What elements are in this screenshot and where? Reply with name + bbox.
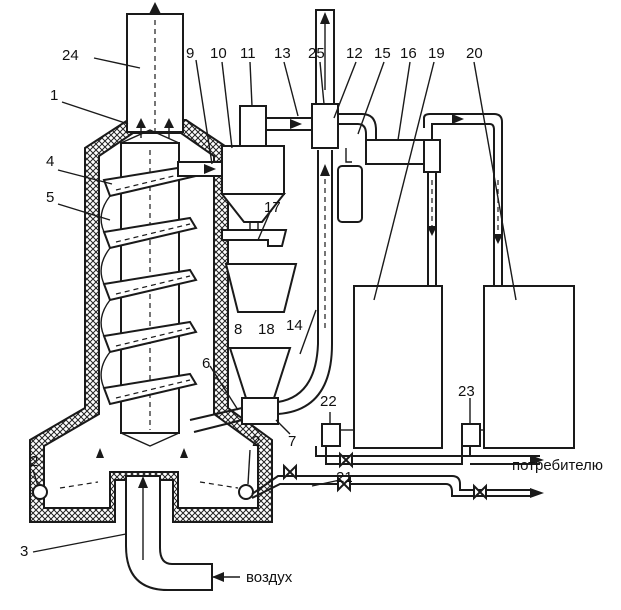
label-12: 12 [346,45,363,62]
pump-22 [321,423,341,447]
trap [337,148,363,223]
spiral-coil [100,164,198,406]
label-2-right: 2 [252,433,260,450]
burner-right [238,484,254,500]
cyclone-upper [177,105,287,230]
label-20: 20 [466,45,483,62]
caption-consumer: потребителю [512,457,603,474]
label-10: 10 [210,45,227,62]
label-6: 6 [202,355,210,372]
lower-cyclone-7 [241,397,279,425]
label-25: 25 [308,45,325,62]
bin-18 [224,263,298,313]
label-14: 14 [286,317,303,334]
hopper-8 [228,347,292,399]
gas-outlet-pipe [189,407,243,433]
unit-12 [311,103,339,149]
number-labels: 1 2 2 3 4 5 6 7 8 9 10 11 12 13 14 15 16… [20,45,483,560]
pipe-to-tanks [423,113,503,286]
label-3: 3 [20,543,28,560]
label-15: 15 [374,45,391,62]
label-2-left: 2 [30,453,38,470]
tray-17 [221,229,288,247]
column-25 [311,9,339,149]
tank-19 [353,285,443,449]
label-17: 17 [264,199,281,216]
label-7: 7 [288,433,296,450]
leader-lines [32,57,517,553]
label-22: 22 [320,393,337,410]
label-4: 4 [46,153,54,170]
caption-air: воздух [246,569,293,586]
pipe-13 [266,117,312,131]
label-19: 19 [428,45,445,62]
label-18: 18 [258,321,275,338]
furnace-body [29,2,273,523]
label-13: 13 [274,45,291,62]
label-8: 8 [234,321,242,338]
distribution-lines [251,446,544,501]
burner-left [32,484,48,500]
condenser-16 [365,139,433,165]
label-24: 24 [62,47,79,64]
label-21: 21 [336,469,353,486]
label-5: 5 [46,189,54,206]
air-inlet-duct [59,448,240,591]
label-11: 11 [240,45,256,62]
label-9: 9 [186,45,194,62]
pump-23 [461,423,481,447]
tank-20 [483,285,575,449]
pipe-14 [277,150,333,415]
label-16: 16 [400,45,417,62]
label-23: 23 [458,383,475,400]
label-1: 1 [50,87,58,104]
pipe-15 [338,113,441,173]
